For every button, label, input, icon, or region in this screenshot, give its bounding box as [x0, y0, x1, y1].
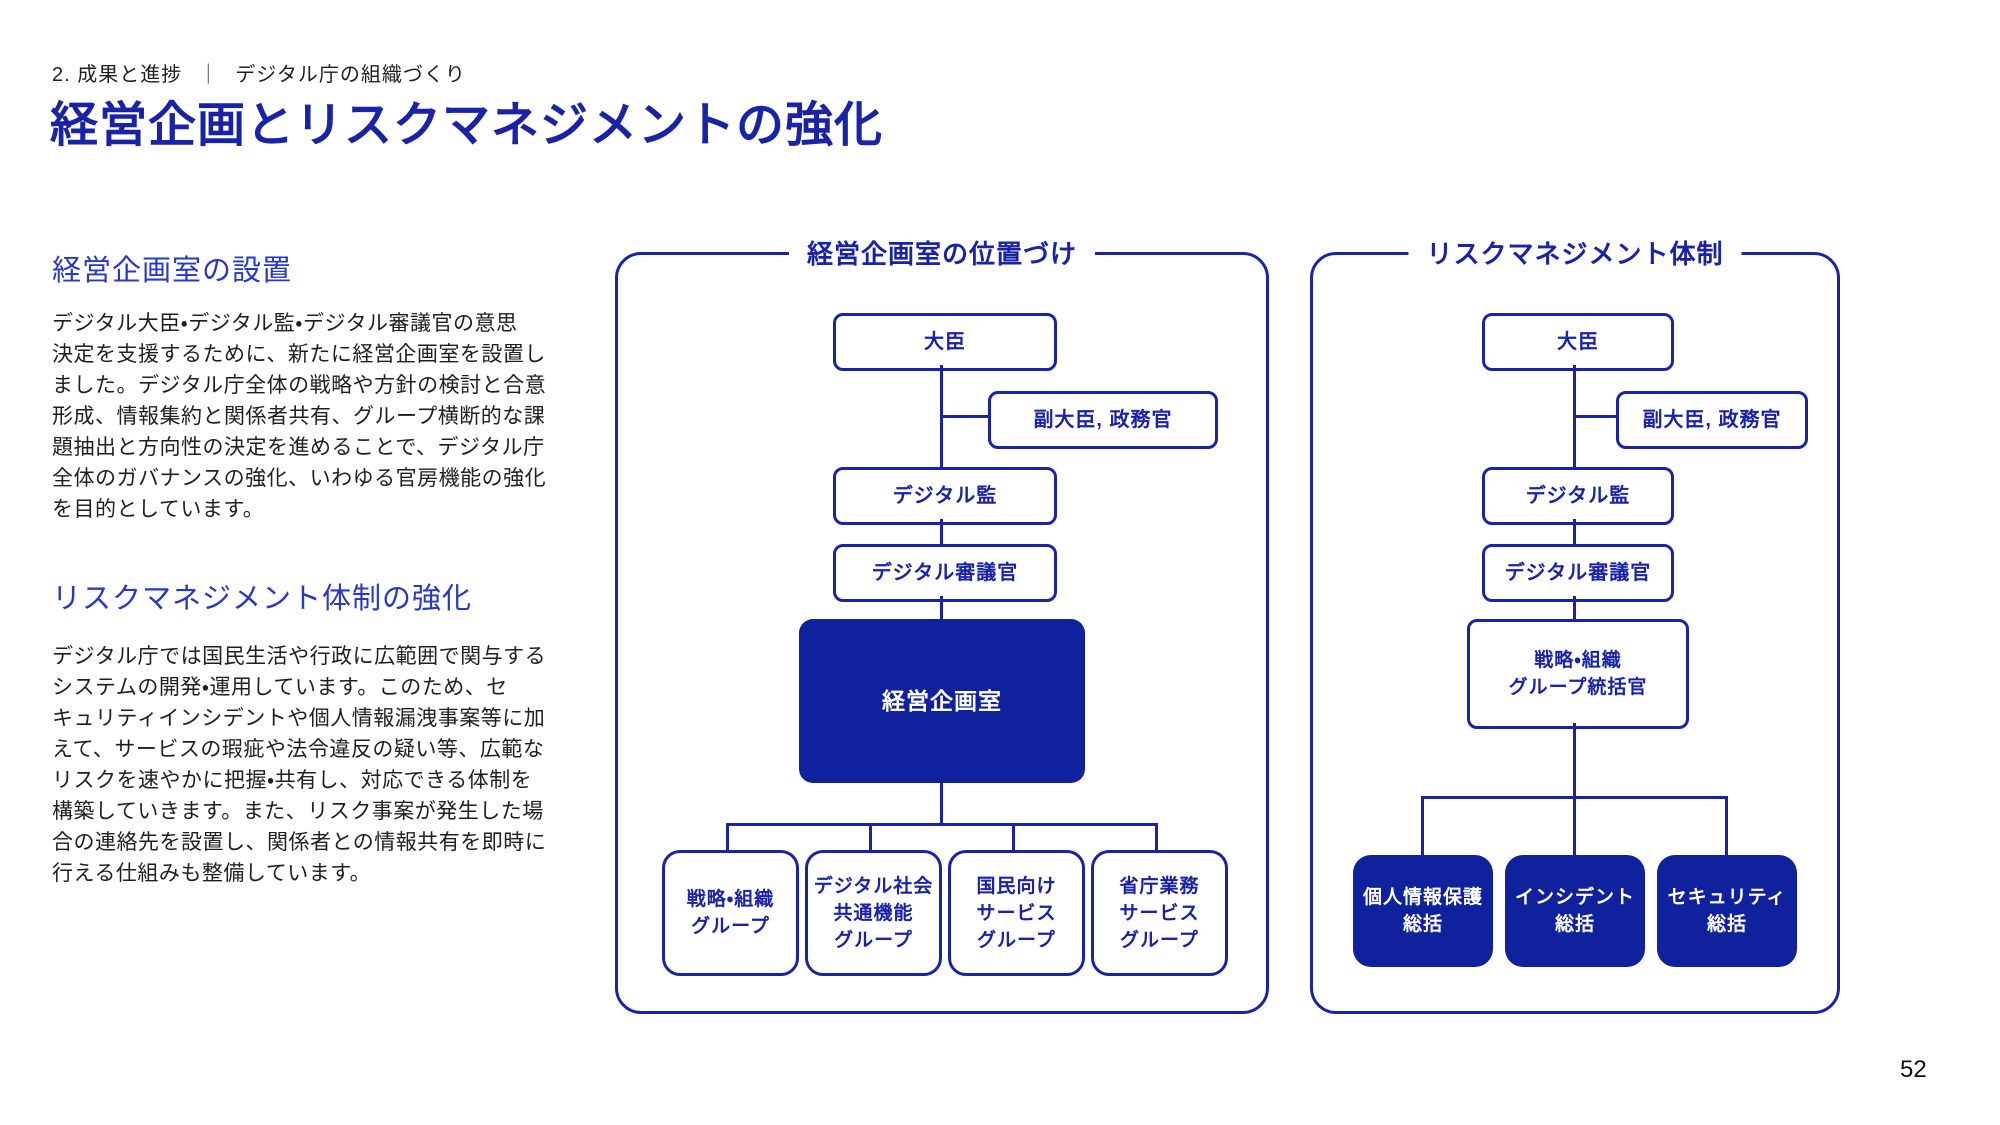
- connector-stub: [1725, 796, 1728, 855]
- connector-minister-superintendent: [940, 365, 943, 467]
- connector-stub: [726, 823, 729, 850]
- connector: [940, 783, 943, 823]
- connector-groups-rail: [727, 823, 1157, 826]
- connector-vice-minister-branch: [1575, 415, 1616, 418]
- connector-stub: [1573, 796, 1576, 855]
- panel-title-planning: 経営企画室の位置づけ: [788, 234, 1096, 271]
- section-body-risk-management: デジタル庁では国民生活や行政に広範囲で関与する システムの開発・運用しています。…: [52, 645, 547, 885]
- panel-title-risk: リスクマネジメント体制: [1408, 234, 1742, 271]
- connector: [1573, 596, 1576, 619]
- connector-minister-superintendent: [1573, 365, 1576, 467]
- node-digital-superintendent: デジタル監: [1482, 467, 1674, 525]
- page-title: 経営企画とリスクマネジメントの強化: [50, 99, 884, 152]
- breadcrumb: 2. 成果と進捗 ｜ デジタル庁の組織づくり: [52, 58, 466, 87]
- node-incident-oversight: インシデント 総括: [1505, 855, 1645, 967]
- node-group-citizen-services: 国民向け サービス グループ: [948, 850, 1085, 976]
- node-group-director-general: 戦略・組織 グループ統括官: [1467, 619, 1689, 729]
- connector-vice-minister-branch: [942, 415, 988, 418]
- node-security-oversight: セキュリティ 総括: [1657, 855, 1797, 967]
- org-chart-planning-office: 経営企画室の位置づけ 大臣 副大臣, 政務官 デジタル監 デジタル審議官 経営企…: [615, 234, 1269, 1014]
- breadcrumb-separator: ｜: [198, 64, 220, 86]
- node-group-digital-society: デジタル社会 共通機能 グループ: [805, 850, 942, 976]
- node-minister: 大臣: [833, 313, 1057, 371]
- org-chart-risk-management: リスクマネジメント体制 大臣 副大臣, 政務官 デジタル監 デジタル審議官 戦略…: [1310, 234, 1840, 1014]
- section-heading-planning-office: 経営企画室の設置: [52, 255, 293, 287]
- connector-stub: [1012, 823, 1015, 850]
- node-digital-superintendent: デジタル監: [833, 467, 1057, 525]
- breadcrumb-section: 2. 成果と進捗: [52, 64, 183, 86]
- node-minister: 大臣: [1482, 313, 1674, 371]
- node-group-strategy-org: 戦略・組織 グループ: [662, 850, 799, 976]
- node-vice-minister: 副大臣, 政務官: [1616, 391, 1808, 449]
- connector: [940, 596, 943, 619]
- breadcrumb-subsection: デジタル庁の組織づくり: [235, 64, 466, 86]
- node-vice-minister: 副大臣, 政務官: [988, 391, 1218, 449]
- node-planning-office: 経営企画室: [799, 619, 1085, 783]
- connector: [1573, 723, 1576, 796]
- connector-stub: [869, 823, 872, 850]
- node-digital-councillor: デジタル審議官: [833, 544, 1057, 602]
- node-personal-info-protection: 個人情報保護 総括: [1353, 855, 1493, 967]
- connector-stub: [1421, 796, 1424, 855]
- connector: [1573, 519, 1576, 544]
- node-digital-councillor: デジタル審議官: [1482, 544, 1674, 602]
- section-heading-risk-management: リスクマネジメント体制の強化: [52, 583, 473, 615]
- page-number: 52: [1900, 1056, 1927, 1083]
- section-body-planning-office: デジタル大臣・デジタル監・デジタル審議官の意思 決定を支援するために、新たに経営…: [52, 312, 547, 521]
- node-group-ministry-services: 省庁業務 サービス グループ: [1091, 850, 1228, 976]
- connector-stub: [1155, 823, 1158, 850]
- connector: [940, 519, 943, 544]
